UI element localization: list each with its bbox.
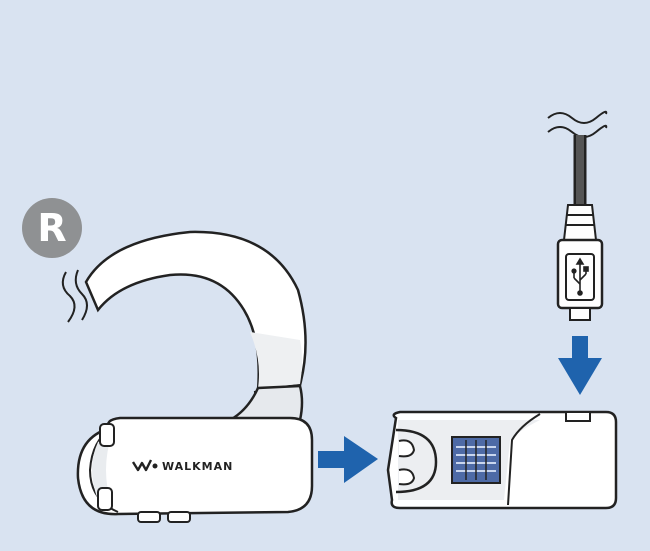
usb-icon: [571, 257, 589, 296]
right-side-badge: R: [22, 198, 82, 258]
right-arrow-icon: [318, 436, 378, 483]
charging-cradle: [386, 410, 618, 510]
walkman-earbud-right: WALKMAN: [61, 230, 314, 523]
down-arrow-icon: [558, 336, 602, 395]
usb-cable: [547, 110, 608, 321]
brand-text: WALKMAN: [162, 460, 233, 473]
walkman-logo: [131, 459, 158, 472]
